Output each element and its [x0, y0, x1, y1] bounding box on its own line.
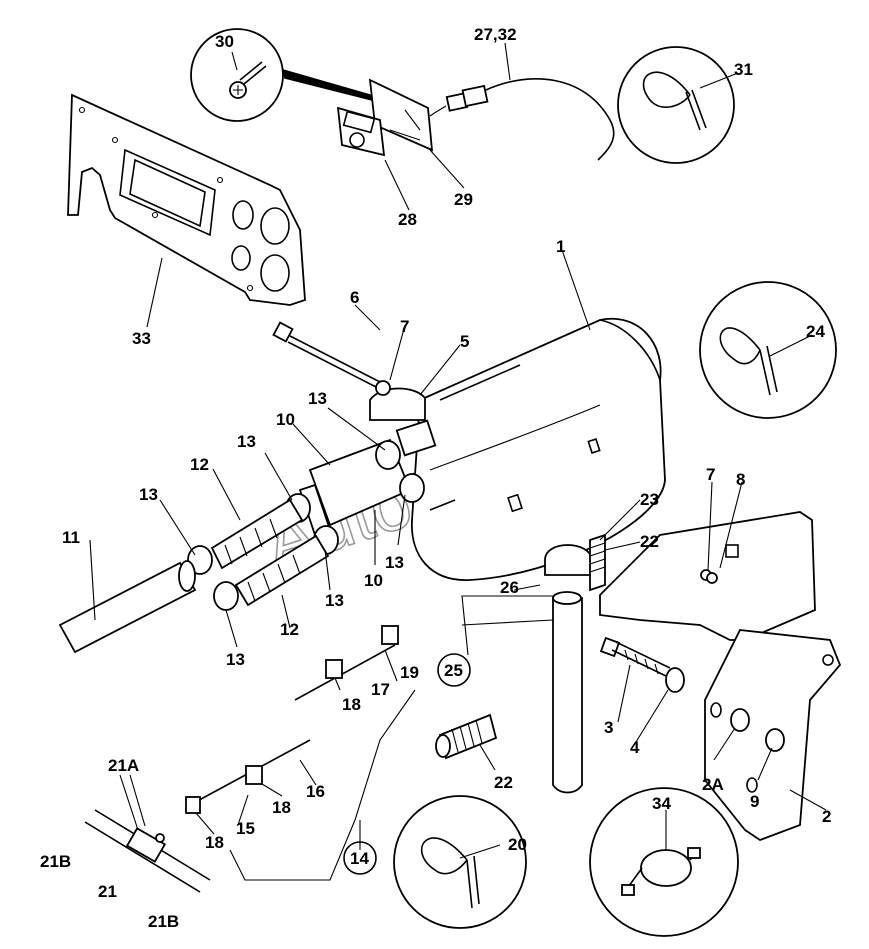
callout-5: 5: [460, 332, 469, 351]
callout-21A: 21A: [108, 756, 139, 775]
callout-4: 4: [630, 738, 640, 757]
cable-tie-detail-24: [699, 281, 837, 419]
callout-2A: 2A: [702, 775, 724, 794]
callout-19: 19: [400, 663, 419, 682]
bolt-3: [599, 636, 685, 693]
fuel-line-clips: [185, 625, 416, 881]
callout-9: 9: [750, 792, 759, 811]
callout-13: 13: [139, 485, 158, 504]
callout-17: 17: [371, 680, 390, 699]
callout-13: 13: [325, 591, 344, 610]
fuel-line-21: [84, 809, 211, 893]
hose-assembly: [187, 438, 425, 611]
callout-18: 18: [205, 833, 224, 852]
callout-10: 10: [276, 410, 295, 429]
callout-15: 15: [236, 819, 255, 838]
callout-21B: 21B: [148, 912, 179, 931]
callout-14: 14: [350, 849, 369, 868]
cable-tie-detail-20: [393, 795, 527, 929]
callout-28: 28: [398, 210, 417, 229]
callout-11: 11: [62, 528, 80, 547]
callout-34: 34: [652, 794, 671, 813]
controller-group: [190, 28, 434, 157]
callout-30: 30: [215, 32, 234, 51]
tube-11: [58, 560, 197, 654]
callout-22: 22: [640, 532, 659, 551]
callout-12: 12: [280, 620, 299, 639]
callout-labels: 1 2 2A 3 4 5 6 7 7 8 9 10 10 11 12 12 13…: [40, 25, 831, 931]
callout-31: 31: [734, 60, 753, 79]
callout-circle-25: [437, 653, 471, 687]
heater-unit: [369, 317, 666, 581]
callout-13: 13: [226, 650, 245, 669]
bolt-6: [272, 321, 391, 396]
callout-13: 13: [237, 432, 256, 451]
exhaust-clamp-group: [435, 533, 606, 794]
callout-13: 13: [385, 553, 404, 572]
callout-10: 10: [364, 571, 383, 590]
callout-21B: 21B: [40, 852, 71, 871]
callout-7: 7: [400, 317, 409, 336]
cable-tie-detail-31: [617, 46, 735, 164]
wire-harness: [429, 78, 615, 161]
callout-29: 29: [454, 190, 473, 209]
callout-33: 33: [132, 329, 151, 348]
valve-detail-34: [589, 787, 739, 937]
detail-circle-screw: [190, 28, 284, 122]
callout-2: 2: [822, 807, 831, 826]
callout-18: 18: [272, 798, 291, 817]
callout-3: 3: [604, 718, 613, 737]
callout-7: 7: [706, 465, 715, 484]
callout-25: 25: [444, 661, 463, 680]
callout-21: 21: [98, 882, 117, 901]
callout-circle-14: [343, 841, 377, 875]
bracket-2: [599, 511, 842, 842]
callout-13: 13: [308, 389, 327, 408]
callout-20: 20: [508, 835, 527, 854]
leader-lines: [89, 42, 827, 859]
mounting-plate-33: [67, 93, 306, 306]
callout-26: 26: [500, 578, 519, 597]
callout-12: 12: [190, 455, 209, 474]
callout-27-32: 27,32: [474, 25, 517, 44]
callout-24: 24: [806, 322, 825, 341]
callout-1: 1: [556, 237, 565, 256]
callout-23: 23: [640, 490, 659, 509]
callout-18: 18: [342, 695, 361, 714]
callout-22: 22: [494, 773, 513, 792]
callout-8: 8: [736, 470, 745, 489]
callout-16: 16: [306, 782, 325, 801]
callout-6: 6: [350, 288, 359, 307]
